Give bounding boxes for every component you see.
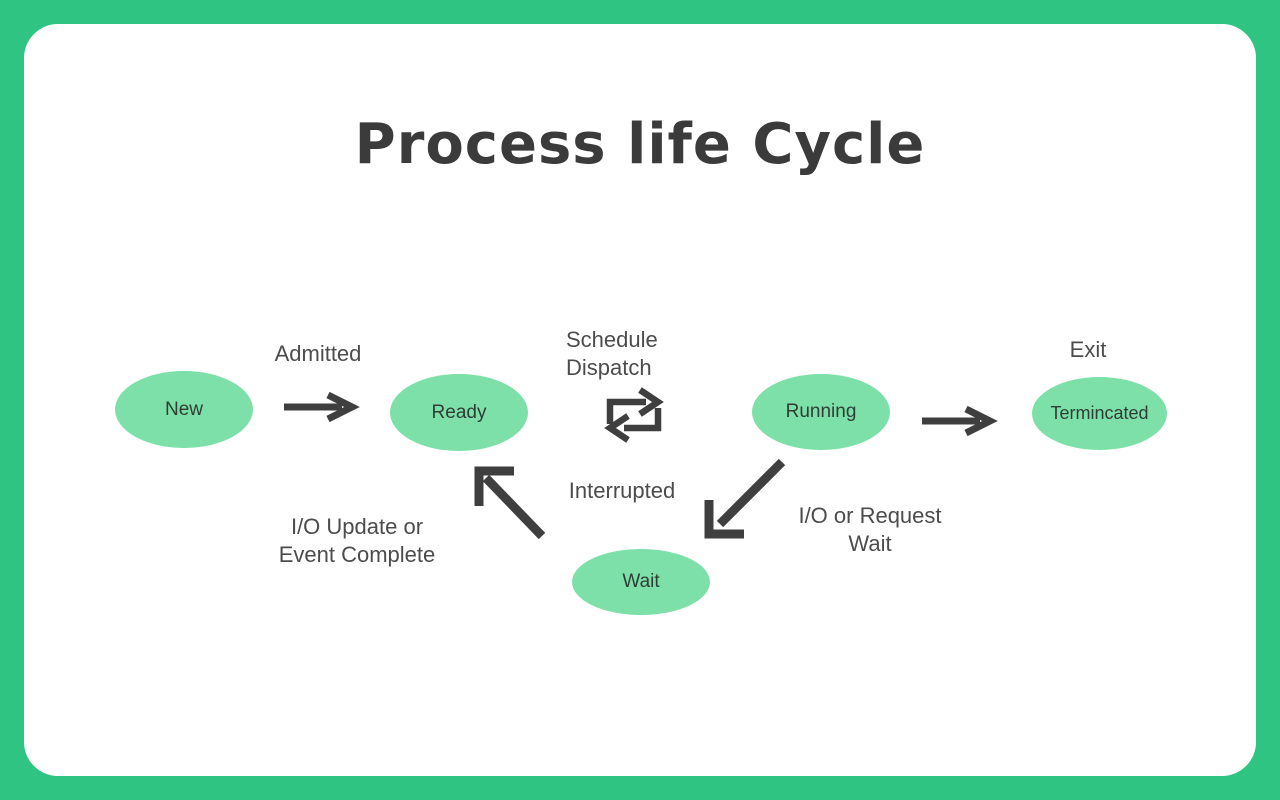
node-new: New: [115, 371, 253, 448]
up-left-arrow-icon: [468, 460, 550, 544]
label-io-update-line1: I/O Update or: [290, 514, 424, 539]
label-interrupted: Interrupted: [568, 478, 676, 503]
down-left-arrow-icon: [698, 452, 790, 544]
node-running: Running: [752, 374, 890, 450]
cycle-arrows-icon: [600, 386, 668, 444]
label-schedule-dispatch: Schedule Dispatch: [566, 326, 658, 382]
label-io-update-line2: Event Complete: [278, 542, 436, 567]
label-io-request-line1: I/O or Request: [798, 503, 942, 528]
right-arrow-icon: [280, 392, 362, 422]
right-arrow-icon: [918, 406, 1000, 436]
label-exit: Exit: [1069, 337, 1107, 362]
node-running-label: Running: [785, 401, 857, 422]
node-wait-label: Wait: [622, 571, 660, 592]
label-io-update: I/O Update or Event Complete: [257, 513, 457, 569]
node-terminated: Termincated: [1032, 377, 1167, 450]
node-ready-label: Ready: [431, 401, 487, 423]
label-schedule-line2: Dispatch: [566, 355, 652, 380]
node-ready: Ready: [390, 374, 528, 451]
page-title: Process life Cycle: [354, 112, 926, 177]
node-terminated-label: Termincated: [1050, 403, 1149, 423]
label-io-request-line2: Wait: [848, 531, 892, 556]
node-wait: Wait: [572, 549, 710, 615]
label-admitted: Admitted: [274, 341, 362, 366]
label-schedule-line1: Schedule: [566, 327, 658, 352]
node-new-label: New: [164, 398, 203, 420]
label-io-request: I/O or Request Wait: [770, 502, 970, 558]
